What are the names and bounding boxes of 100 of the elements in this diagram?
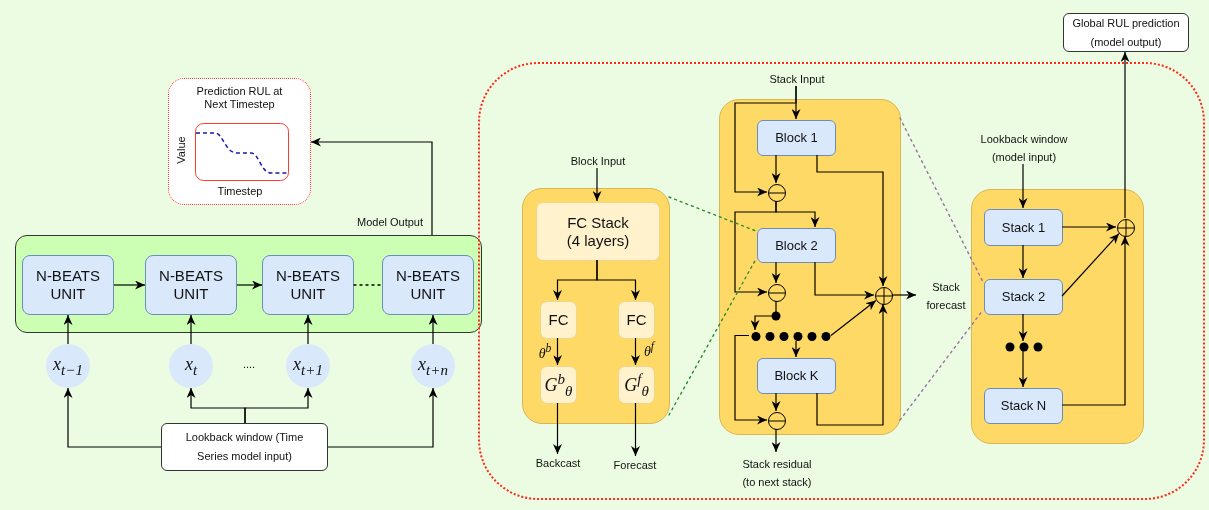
dots-row	[750, 331, 832, 342]
arrow	[734, 85, 797, 197]
box-label: x$_{t+n}$	[418, 353, 448, 379]
arrow	[891, 290, 917, 300]
zoom-line	[899, 309, 984, 421]
box-label: x$_{t−1}$	[53, 353, 83, 379]
box-label: Lookback window (Time Series model input)	[184, 430, 305, 464]
unit-box	[262, 255, 354, 315]
box-label: Stack N	[1000, 398, 1047, 414]
sum-circle	[875, 287, 893, 305]
unit-box	[22, 255, 114, 315]
box-label: FC	[548, 311, 569, 329]
layer-box	[618, 301, 655, 339]
arrow	[816, 303, 888, 426]
arrow	[1018, 244, 1028, 279]
text-label: Stack forecast	[917, 278, 975, 314]
arrow	[1061, 222, 1117, 232]
io-box	[161, 423, 328, 471]
box-label: Block 1	[775, 130, 818, 146]
arrow	[1061, 233, 1120, 297]
arrow	[771, 261, 781, 284]
block-panel	[971, 189, 1144, 444]
text-label: Forecast	[604, 457, 666, 473]
arrow	[303, 314, 313, 345]
text-label: Timestep	[217, 185, 263, 197]
text-label: Stack Input	[761, 71, 833, 87]
arrow	[750, 300, 777, 331]
layer-box	[540, 301, 577, 339]
arrow	[592, 167, 602, 202]
arrow	[553, 402, 562, 455]
block-box	[757, 358, 836, 394]
layer-box	[618, 366, 655, 404]
block-box	[984, 279, 1063, 315]
model-container	[15, 235, 482, 333]
arrow	[186, 314, 196, 345]
text-label: Value	[175, 136, 187, 164]
dots-row	[1004, 342, 1044, 352]
box-label: N-BEATS UNIT	[395, 267, 461, 303]
arrow	[236, 280, 263, 290]
arrow	[816, 154, 888, 287]
arrow	[814, 261, 875, 300]
arrow	[1018, 350, 1028, 388]
input-circle	[46, 344, 90, 388]
text-label: Backcast	[528, 455, 588, 471]
block-box	[757, 120, 836, 156]
arrow	[771, 428, 781, 453]
arrow	[734, 334, 768, 425]
box-label: Block 2	[775, 237, 818, 254]
arrow	[113, 280, 146, 290]
io-box	[1063, 13, 1189, 52]
arrow	[327, 387, 438, 448]
unit-box	[382, 255, 474, 315]
block-box	[984, 388, 1063, 424]
box-label: FC Stack (4 layers)	[565, 213, 631, 250]
block-box	[984, 209, 1063, 246]
box-label: Block K	[774, 368, 819, 384]
arrow	[734, 200, 777, 297]
block-box	[757, 228, 836, 263]
box-label: x$_{t}$	[184, 353, 198, 379]
zoom-line	[668, 258, 757, 416]
text-label: Block Input	[563, 153, 633, 169]
box-label: Stack 1	[1001, 219, 1046, 236]
text-label: ....	[242, 358, 256, 370]
box-label: Global RUL prediction (model output)	[1071, 15, 1181, 50]
input-circle	[411, 344, 455, 388]
sum-circle	[1117, 219, 1135, 237]
arrow	[244, 387, 313, 424]
block-panel	[522, 188, 670, 424]
arrow	[428, 314, 438, 345]
input-circle	[169, 344, 213, 388]
text-label: Lookback window (model input)	[974, 131, 1074, 165]
input-circle	[286, 344, 330, 388]
edge-label: Model Output	[355, 216, 425, 228]
arrow	[771, 154, 781, 184]
arrow	[63, 387, 162, 448]
box-label: N-BEATS UNIT	[35, 267, 101, 303]
unit-box	[145, 255, 237, 315]
arrow	[1018, 313, 1028, 342]
box-label: N-BEATS UNIT	[158, 267, 224, 303]
arrow	[63, 314, 73, 345]
prediction-panel	[168, 78, 311, 205]
block-panel	[719, 99, 901, 435]
zoom-line	[668, 196, 757, 232]
arrow	[830, 299, 877, 337]
arrow	[771, 392, 781, 412]
layer-box	[536, 202, 660, 261]
arrow	[1018, 163, 1028, 209]
arrow	[791, 340, 801, 358]
box-label: FC	[626, 311, 647, 329]
arrow	[1120, 51, 1130, 219]
arrow	[596, 259, 640, 301]
zoom-line	[899, 117, 984, 283]
arrow	[631, 337, 640, 366]
box-label: N-BEATS UNIT	[275, 267, 341, 303]
box-label: Prediction RUL at Next Timestep	[195, 85, 284, 112]
connector-line	[353, 284, 383, 286]
arrow	[631, 402, 640, 457]
box-label: x$_{t+1}$	[293, 353, 323, 379]
arrow	[1061, 235, 1130, 406]
arrow	[310, 137, 433, 236]
